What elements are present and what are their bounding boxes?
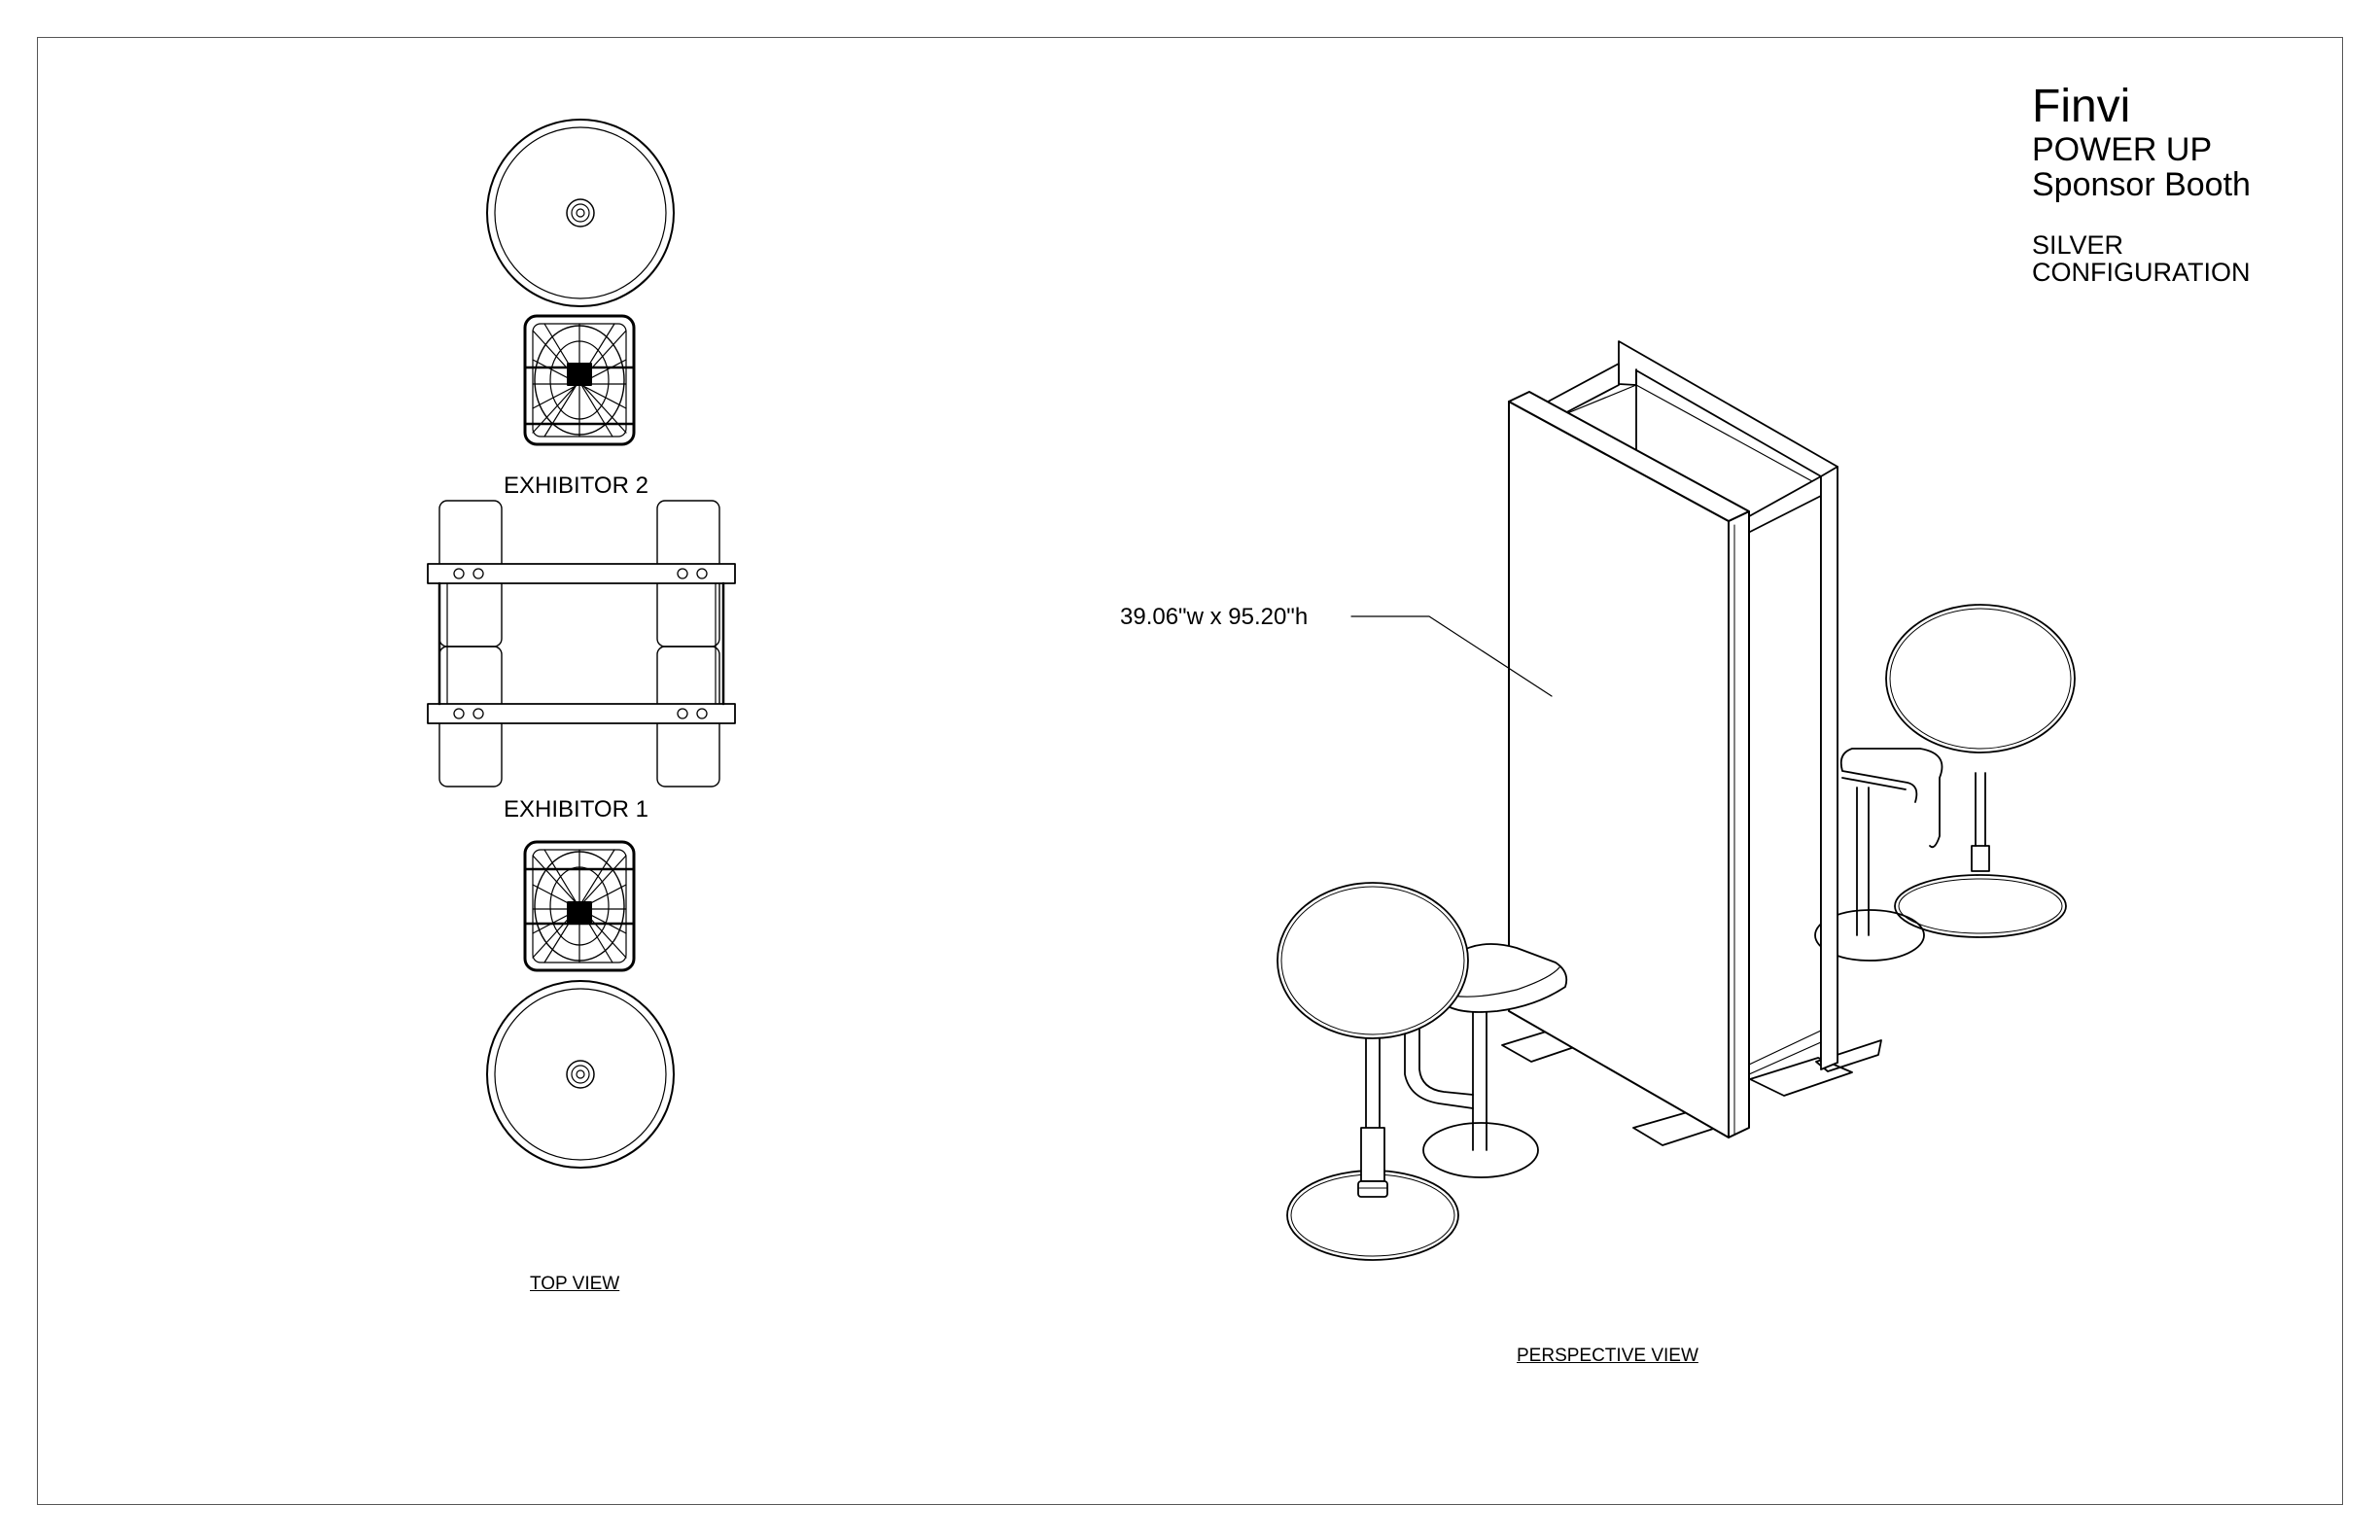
cocktail-table-back: [1885, 604, 2076, 938]
perspective-view-drawing: [1277, 340, 2076, 1261]
round-table-top-lower: [486, 980, 675, 1169]
graphic-panel: [1508, 391, 1750, 1138]
label-exhibitor-1: EXHIBITOR 1: [504, 796, 648, 822]
config-line2: CONFIGURATION: [2032, 258, 2251, 287]
event-name-line1: POWER UP: [2032, 131, 2213, 168]
floor-plate-front: [1749, 1057, 1853, 1097]
stool-top-upper: [523, 314, 636, 446]
top-view-drawing: [427, 119, 736, 1169]
bar-stool-back: [1814, 748, 1943, 962]
panel-frame-front-post: [1748, 466, 1838, 1075]
title-block: Finvi POWER UP Sponsor Booth SILVER CONF…: [2032, 81, 2251, 287]
cocktail-table-front: [1277, 882, 1469, 1261]
label-exhibitor-2: EXHIBITOR 2: [504, 472, 648, 499]
config-line1: SILVER: [2032, 230, 2124, 260]
dimension-label: 39.06"w x 95.20"h: [1120, 604, 1309, 630]
company-name: Finvi: [2032, 81, 2131, 132]
round-table-top-upper: [486, 119, 675, 307]
dimension-leader: [1350, 615, 1553, 697]
event-name-line2: Sponsor Booth: [2032, 166, 2251, 203]
top-view-label: TOP VIEW: [530, 1274, 620, 1294]
perspective-view-label: PERSPECTIVE VIEW: [1517, 1346, 1698, 1366]
drawing-border: [37, 37, 2343, 1505]
booth-unit-top: [427, 500, 736, 788]
stool-top-lower: [523, 840, 636, 972]
